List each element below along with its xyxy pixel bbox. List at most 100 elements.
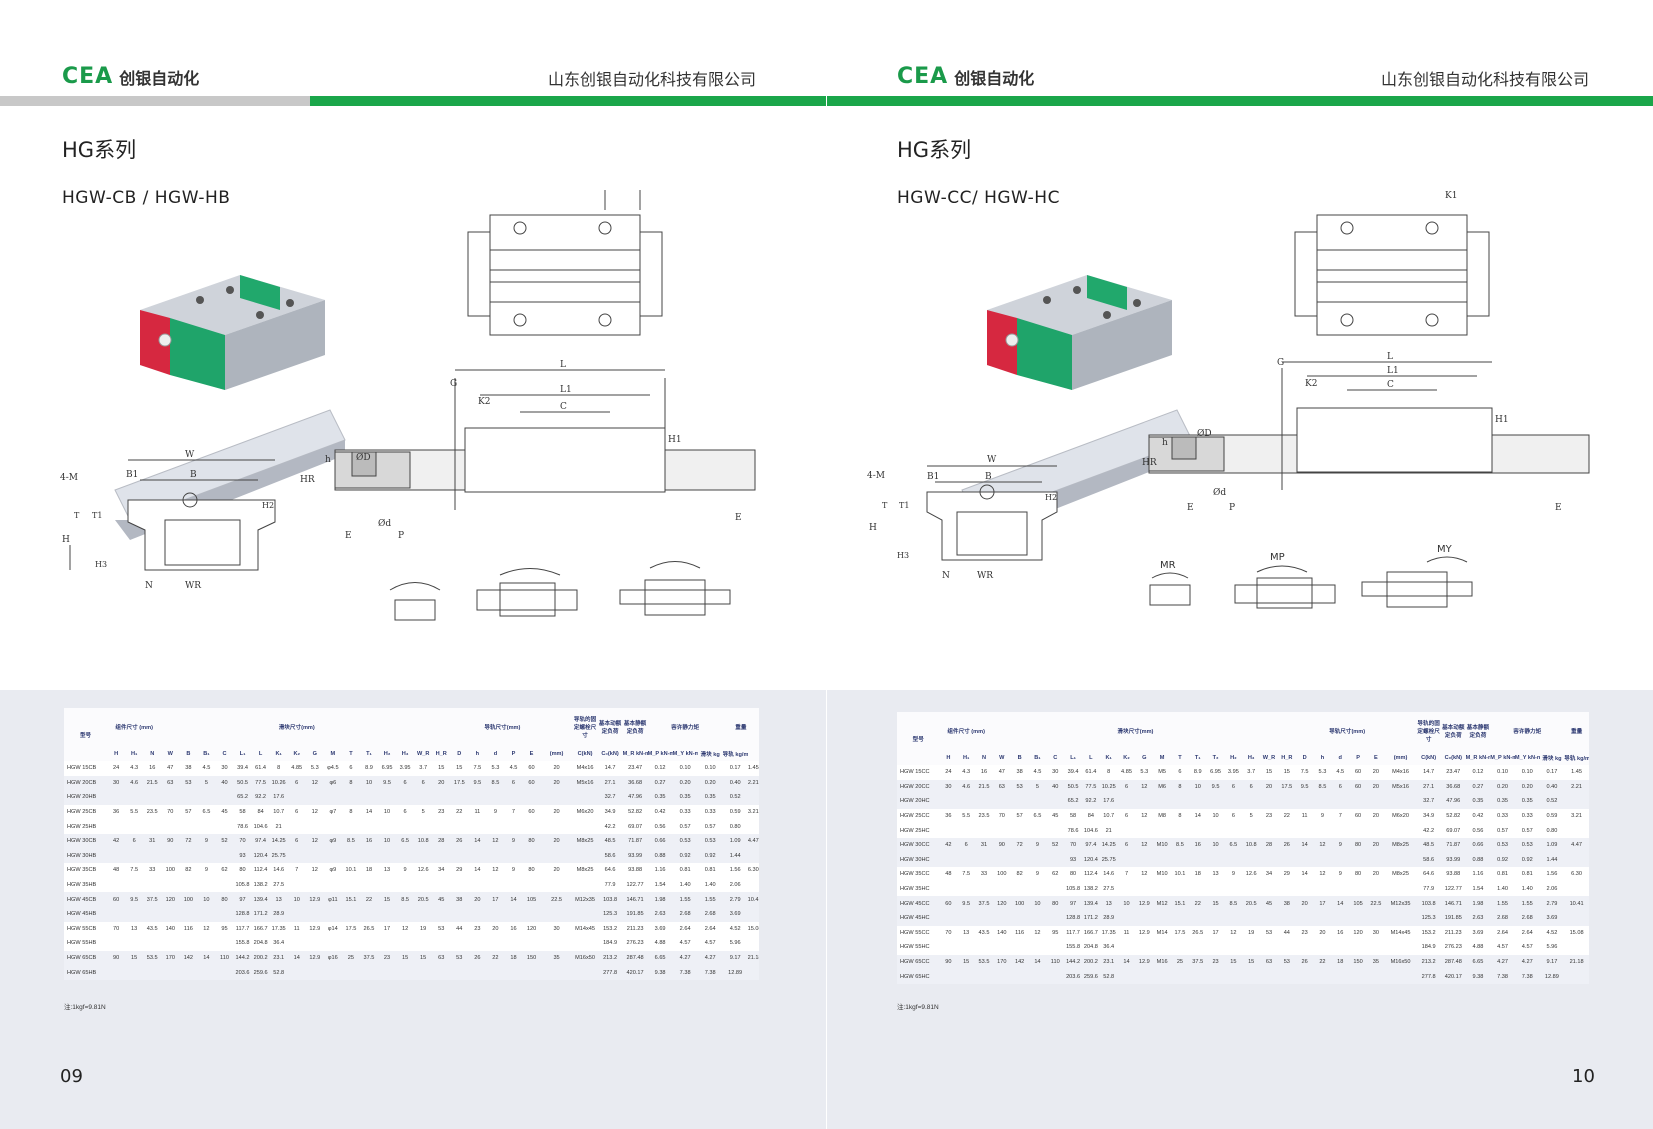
table-cell: 27.1 — [597, 775, 623, 791]
model-cell: HGW 65HB — [64, 965, 108, 980]
table-cell: 48 — [107, 863, 126, 878]
table-cell: 72 — [179, 833, 198, 849]
table-cell: 37.5 — [359, 950, 379, 966]
table-cell: 16 — [1331, 925, 1350, 941]
table-cell — [1046, 969, 1065, 984]
table-cell: 38 — [1277, 896, 1296, 911]
table-cell: 140 — [992, 925, 1011, 941]
table-cell — [378, 877, 397, 893]
table-cell: 20 — [1366, 837, 1385, 853]
th-sub: C — [1053, 754, 1058, 761]
table-cell: 9 — [1028, 867, 1047, 882]
table-cell: 10 — [1206, 808, 1225, 824]
table-cell — [939, 823, 958, 838]
table-cell — [125, 790, 144, 805]
table-cell: 166.7 — [251, 921, 270, 937]
table-cell: 9.17 — [722, 950, 748, 966]
th-sub: B — [1017, 754, 1022, 761]
table-cell: 93.88 — [1440, 867, 1466, 882]
table-cell — [572, 790, 598, 805]
dim-label-h3: H3 — [897, 551, 909, 560]
table-cell: 61.4 — [1081, 765, 1100, 780]
table-cell: 14.6 — [269, 863, 288, 878]
table-cell: 0.12 — [1465, 765, 1491, 780]
table-cell: 120 — [522, 921, 541, 937]
table-cell — [215, 936, 234, 951]
table-cell: 287.48 — [1440, 954, 1466, 970]
table-cell — [939, 969, 958, 984]
th-sub: H₂ — [383, 750, 391, 757]
table-cell — [1242, 823, 1261, 838]
table-cell: 53 — [1277, 954, 1296, 970]
table-cell: 6.5 — [1224, 837, 1243, 853]
table-cell: 8 — [341, 775, 360, 791]
table-cell — [1117, 910, 1136, 926]
table-cell: 2.06 — [722, 877, 748, 893]
table-cell: 0.52 — [722, 790, 748, 805]
table-cell — [179, 906, 198, 922]
table-cell — [486, 790, 505, 805]
table-cell: 0.17 — [1539, 765, 1565, 780]
th-sub: C — [222, 750, 227, 757]
table-cell: 0.92 — [672, 848, 698, 864]
table-cell — [1206, 881, 1225, 897]
table-cell: 53 — [1010, 779, 1029, 795]
table-cell — [1384, 969, 1417, 984]
table-cell — [1366, 881, 1385, 897]
table-cell: 52.82 — [622, 804, 648, 820]
table-cell — [1295, 852, 1314, 868]
table-cell: 1.40 — [697, 877, 723, 893]
table-cell: 0.88 — [1465, 852, 1491, 868]
table-cell: 30 — [939, 779, 958, 795]
table-cell — [1224, 940, 1243, 955]
dim-label-h1: H1 — [1495, 415, 1509, 425]
table-cell: 4.5 — [1028, 765, 1047, 780]
table-cell: 7.38 — [672, 965, 698, 980]
table-cell — [992, 910, 1011, 926]
table-cell: 42 — [107, 833, 126, 849]
table-cell: 11 — [1117, 925, 1136, 941]
table-cell: 18 — [359, 863, 379, 878]
table-cell: 3.95 — [396, 761, 415, 776]
table-cell: 150 — [522, 950, 541, 966]
dim-label-n: N — [145, 581, 153, 591]
table-cell — [486, 819, 505, 834]
table-cell — [341, 965, 360, 980]
table-cell: 69.07 — [1440, 823, 1466, 838]
table-cell: 3.21 — [747, 804, 759, 820]
table-cell — [1206, 969, 1225, 984]
table-cell: 35 — [1366, 954, 1385, 970]
table-cell — [143, 965, 162, 980]
model-cell: HGW 55CB — [64, 921, 108, 937]
table-cell: 12 — [1135, 808, 1154, 824]
table-cell: 200.2 — [251, 950, 270, 966]
moment-label-mp: MP — [1270, 552, 1285, 563]
table-cell: 103.8 — [597, 892, 623, 907]
table-cell — [1028, 881, 1047, 897]
th-sub: C(kN) — [1421, 754, 1437, 761]
table-cell: 60 — [522, 761, 541, 776]
table-cell: 16 — [143, 761, 162, 776]
dim-label-hr: HR — [300, 475, 315, 485]
table-cell: 14 — [197, 950, 216, 966]
table-cell — [1260, 852, 1278, 868]
table-cell — [197, 936, 216, 951]
table-cell: 23.47 — [622, 761, 648, 776]
th-sub: M_R kN-m — [1465, 754, 1491, 761]
table-cell: 9.5 — [378, 775, 397, 791]
model-cell: HGW 35HB — [64, 877, 108, 893]
dim-label-w: W — [185, 450, 195, 460]
model-cell: HGW 25CB — [64, 804, 108, 820]
table-cell: 155.8 — [233, 936, 252, 951]
table-cell: 80 — [522, 863, 541, 878]
th-sub: L₁ — [1070, 754, 1076, 761]
table-cell — [107, 819, 126, 834]
th-sub: H₁ — [963, 754, 970, 761]
table-cell: 65.2 — [233, 790, 252, 805]
th-group-block: 滑块尺寸(mm) — [1117, 729, 1154, 735]
table-cell: 4.52 — [722, 921, 748, 937]
table-cell: 0.40 — [722, 775, 748, 791]
th-group-block: 滑块尺寸(mm) — [278, 725, 315, 731]
table-cell: M14x45 — [1384, 925, 1417, 941]
table-cell — [305, 790, 324, 805]
